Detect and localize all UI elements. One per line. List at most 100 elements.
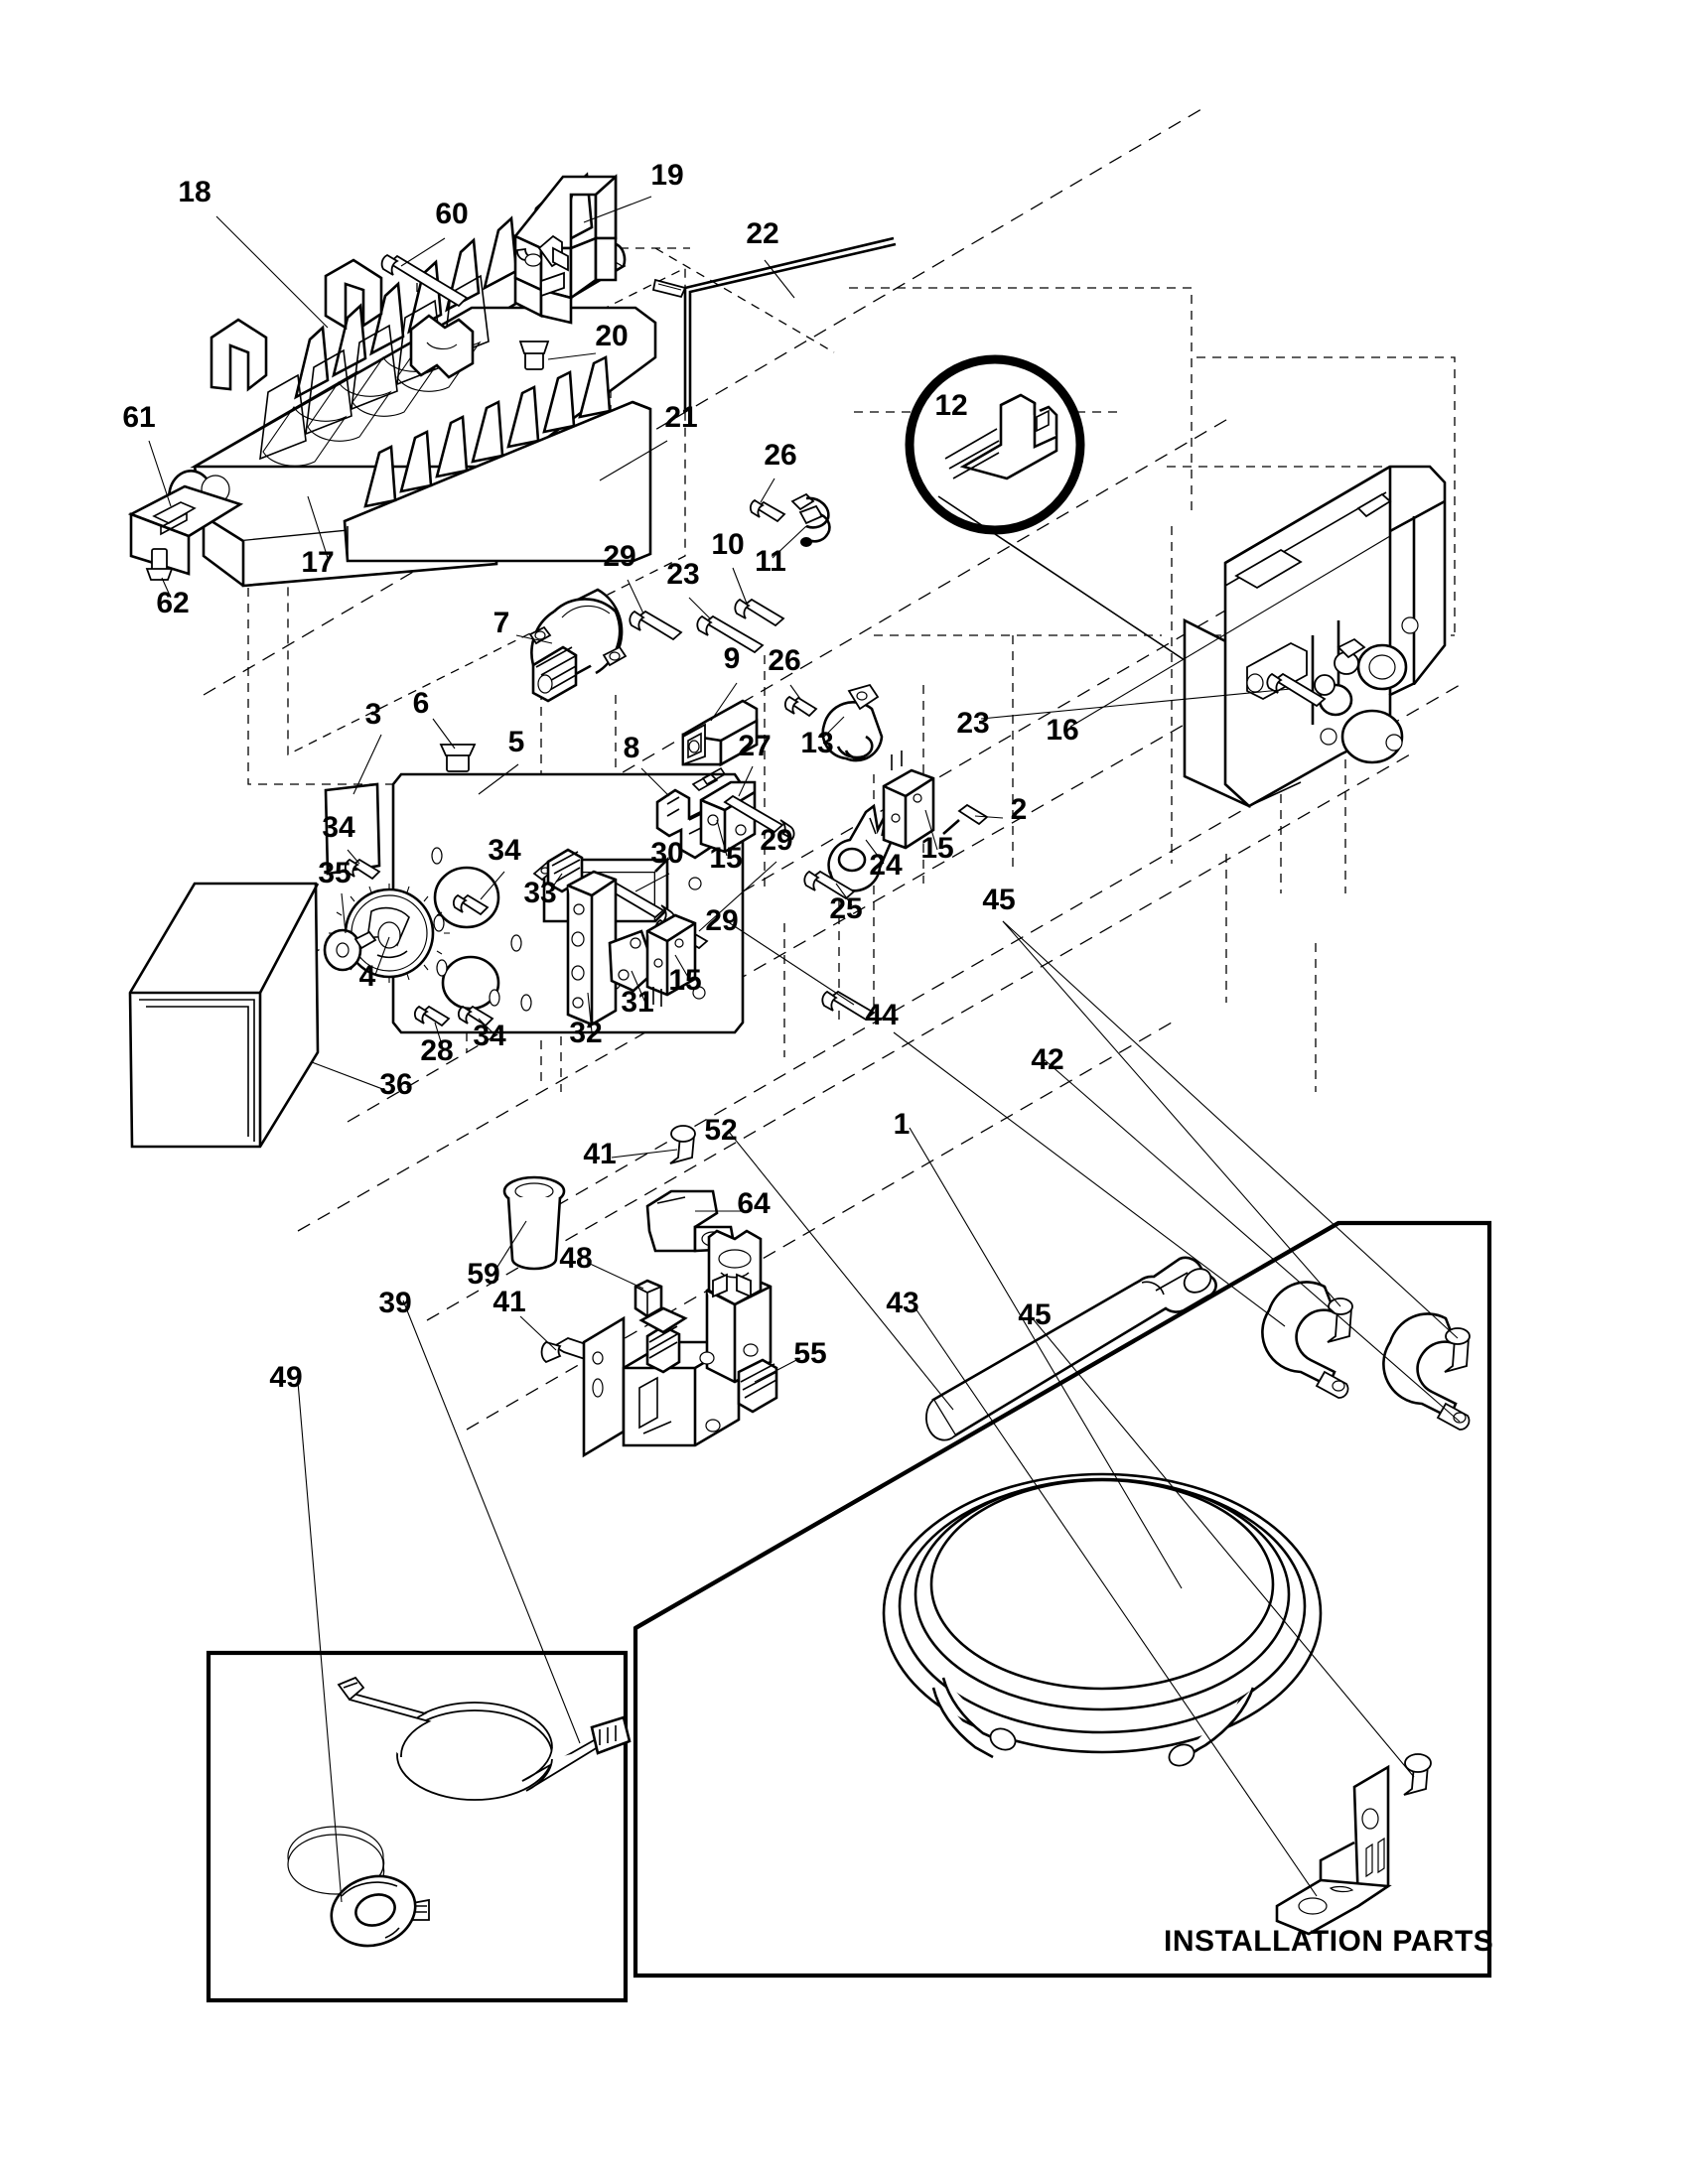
callout-26-b: 26 (768, 644, 800, 677)
callout-13: 13 (800, 727, 833, 759)
part-61-mounting-clip (127, 484, 244, 576)
part-31-gasket (608, 929, 657, 993)
part-15-switch-b (882, 751, 935, 850)
callout-1: 1 (894, 1108, 911, 1141)
part-34-screw-b (452, 893, 490, 916)
callout-61: 61 (122, 401, 155, 434)
installation-parts-title: INSTALLATION PARTS (1164, 1925, 1493, 1958)
part-59-grommet (502, 1175, 566, 1271)
part-41-screw-a (669, 1125, 696, 1164)
callout-34-b: 34 (488, 834, 521, 867)
callout-42: 42 (1031, 1043, 1063, 1076)
callout-20: 20 (595, 320, 628, 352)
part-6-screw (439, 744, 477, 772)
leader-lines (148, 196, 1461, 1903)
callout-64: 64 (737, 1187, 771, 1220)
callout-29-a: 29 (603, 540, 635, 573)
part-34-screw-c (457, 1005, 494, 1027)
callout-10: 10 (711, 528, 744, 561)
callout-43: 43 (886, 1287, 918, 1319)
callout-labels: 18 60 19 22 20 21 61 62 17 12 26 11 10 2… (122, 159, 1078, 1394)
callout-34-a: 34 (322, 811, 355, 844)
part-52-fill-tube (924, 1256, 1217, 1441)
part-43-angle-bracket (1275, 1764, 1392, 1936)
harness-panel (206, 1650, 629, 2003)
part-13-spring-clip (821, 683, 884, 762)
callout-16: 16 (1046, 714, 1078, 747)
part-62-screw (145, 548, 174, 581)
callout-23-a: 23 (666, 558, 699, 591)
part-45-screw-b (1403, 1753, 1432, 1796)
callout-39: 39 (378, 1287, 411, 1319)
part-32-mounting-bracket (566, 870, 618, 1026)
part-26-screw-a (749, 498, 786, 523)
part-28-screw (413, 1005, 451, 1027)
callout-52: 52 (704, 1114, 737, 1147)
callout-35: 35 (318, 857, 351, 889)
callout-44: 44 (865, 999, 899, 1031)
callout-25: 25 (829, 892, 862, 925)
part-2-screw (942, 803, 989, 835)
part-25-screw (803, 870, 856, 900)
part-55-water-valve (582, 1229, 778, 1458)
callout-30: 30 (650, 837, 683, 870)
callout-24: 24 (869, 849, 903, 882)
callout-3: 3 (365, 698, 382, 731)
callout-36: 36 (379, 1068, 412, 1101)
callout-23-b: 23 (956, 707, 989, 740)
callout-26-a: 26 (764, 439, 796, 472)
callout-27: 27 (738, 730, 771, 762)
callout-21: 21 (664, 401, 697, 434)
part-39-wiring-harness (287, 1676, 632, 1921)
callout-2: 2 (1011, 793, 1028, 826)
part-44-tube-clamp (1261, 1281, 1349, 1399)
callout-41-a: 41 (583, 1138, 616, 1170)
callout-60: 60 (435, 198, 468, 230)
part-12-wire-connector-detail (905, 354, 1186, 661)
callout-11: 11 (755, 545, 786, 578)
part-1-water-tubing (882, 1472, 1323, 1767)
callout-6: 6 (413, 687, 430, 720)
callout-17: 17 (301, 546, 334, 579)
callout-18: 18 (178, 176, 211, 208)
callout-45-a: 45 (982, 884, 1015, 916)
callout-45-b: 45 (1018, 1298, 1051, 1331)
part-27-screw (723, 794, 795, 841)
part-26-screw-b (783, 695, 818, 718)
part-19-cover (512, 174, 618, 325)
part-15-switch-a (691, 766, 757, 854)
part-10-screw (734, 598, 785, 627)
callout-15-c: 15 (668, 964, 701, 997)
callout-49: 49 (269, 1361, 302, 1394)
callout-34-c: 34 (473, 1020, 506, 1052)
callout-22: 22 (746, 217, 778, 250)
callout-15-b: 15 (920, 832, 953, 865)
part-11-wire-clamp (790, 492, 831, 547)
callout-41-b: 41 (492, 1286, 525, 1318)
callout-4: 4 (359, 960, 376, 993)
callout-5: 5 (508, 726, 525, 758)
callout-33: 33 (523, 877, 556, 909)
part-20-screw (518, 341, 550, 370)
part-3-insulation-pad (324, 782, 381, 876)
part-60-screw (380, 253, 469, 308)
callout-29-c: 29 (705, 904, 738, 937)
part-29-screw-c (821, 990, 876, 1022)
part-45-screw-a2 (1444, 1327, 1471, 1373)
part-16-module-housing (1183, 465, 1447, 809)
callout-9: 9 (724, 642, 741, 675)
part-7-drive-motor (528, 588, 628, 703)
part-49-seal-washer (330, 1874, 417, 1948)
callout-48: 48 (559, 1242, 592, 1275)
callout-12: 12 (934, 389, 967, 422)
callout-29-b: 29 (760, 824, 792, 857)
callout-15-a: 15 (709, 842, 742, 875)
part-15-switch-c (645, 913, 697, 1007)
callout-32: 32 (569, 1017, 602, 1049)
callout-8: 8 (624, 732, 640, 764)
callout-19: 19 (650, 159, 683, 192)
callout-31: 31 (621, 986, 653, 1019)
callout-28: 28 (420, 1034, 453, 1067)
